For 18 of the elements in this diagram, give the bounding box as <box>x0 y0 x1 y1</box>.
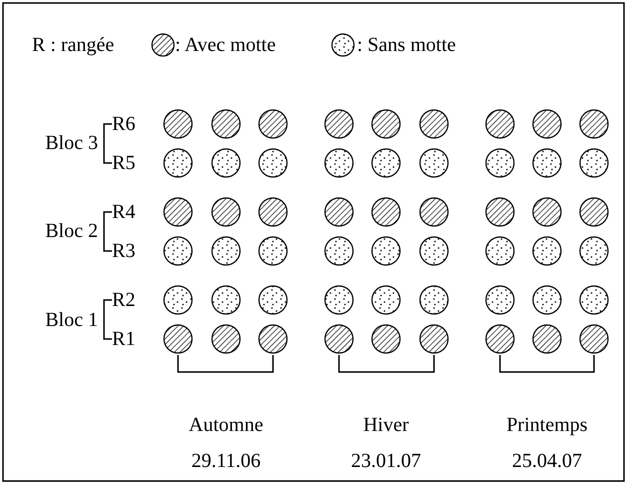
season-label: Hiver <box>363 415 409 435</box>
season-label: Printemps <box>506 415 588 435</box>
block-label: Bloc 3 <box>45 133 98 153</box>
row-label: R3 <box>112 241 136 261</box>
row-label: R2 <box>112 290 136 310</box>
row-label: R6 <box>112 114 136 134</box>
legend-label: : Avec motte <box>175 35 276 55</box>
legend-label: : Sans motte <box>357 35 456 55</box>
row-label: R4 <box>112 202 136 222</box>
date-label: 25.04.07 <box>512 451 582 471</box>
date-label: 23.01.07 <box>351 451 421 471</box>
legend-note: R : rangée <box>32 35 114 55</box>
block-label: Bloc 1 <box>45 310 98 330</box>
row-label: R5 <box>112 153 136 173</box>
block-label: Bloc 2 <box>45 221 98 241</box>
date-label: 29.11.06 <box>191 451 261 471</box>
season-label: Automne <box>188 415 264 435</box>
row-label: R1 <box>112 329 136 349</box>
